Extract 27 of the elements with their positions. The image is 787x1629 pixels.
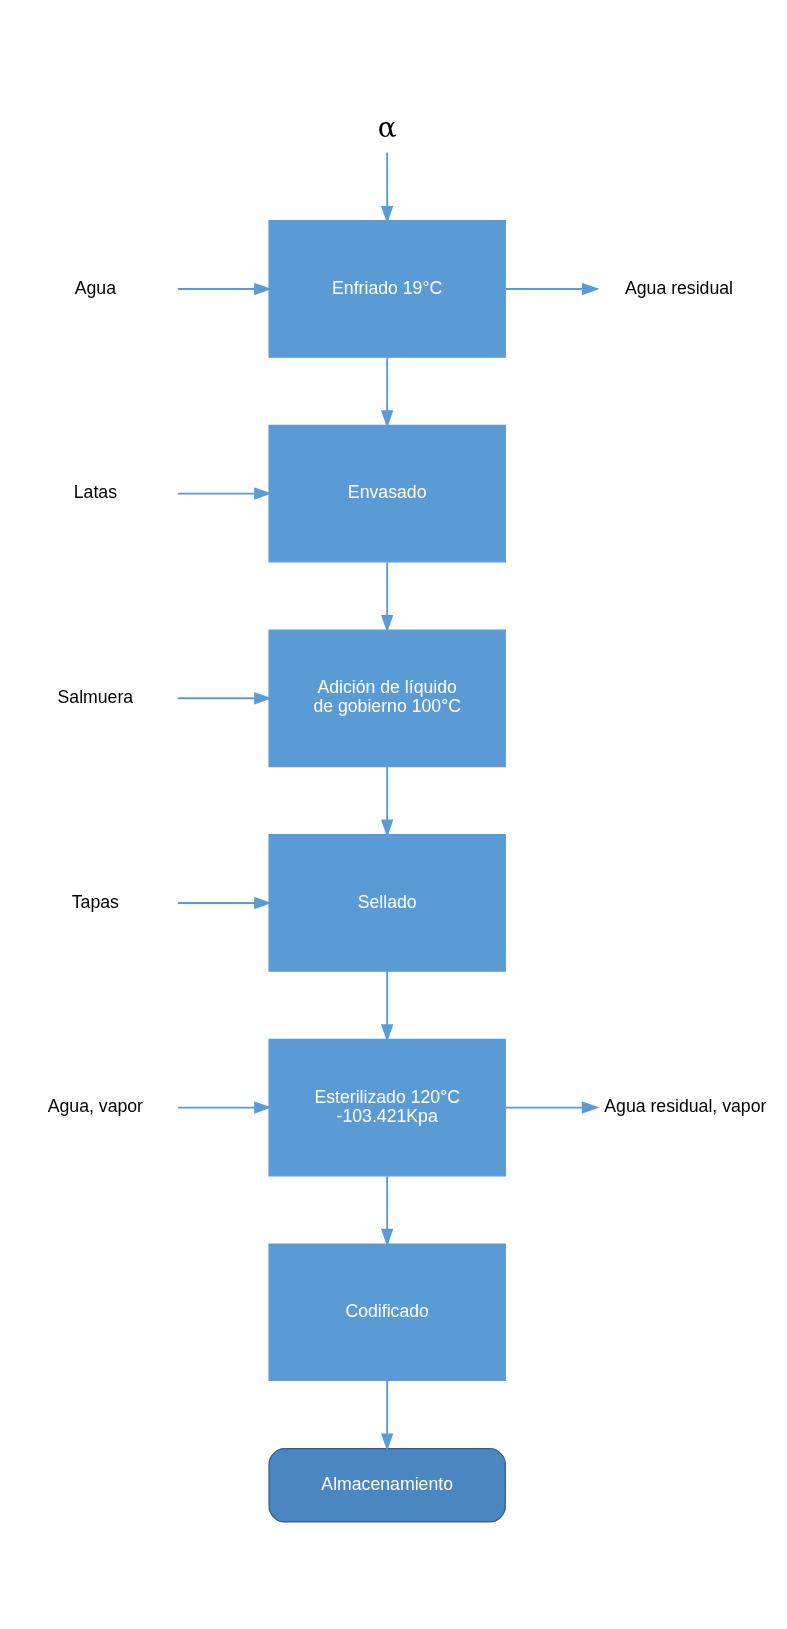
arrow: [176, 896, 272, 910]
arrow: [176, 282, 272, 296]
arrow: [176, 692, 272, 705]
arrow: [381, 561, 394, 633]
arrow: [381, 356, 394, 428]
node-box: Sellado: [268, 834, 506, 972]
node-text: α: [377, 110, 397, 144]
node-text: Salmuera: [57, 686, 134, 707]
arrow: [381, 1379, 394, 1452]
arrow: [504, 282, 600, 296]
arrow: [381, 1175, 394, 1247]
arrow: [381, 970, 394, 1042]
node-box: Esterilizado 120°C -103.421Kpa: [268, 1038, 506, 1177]
arrow: [176, 487, 272, 500]
arrow: [504, 1101, 600, 1114]
node-text: Agua residual: [624, 277, 734, 298]
node-box: Envasado: [268, 424, 506, 563]
node-box: Almacenamiento: [268, 1448, 506, 1523]
node-box: Codificado: [268, 1243, 506, 1382]
node-text: Agua, vapor: [47, 1096, 144, 1117]
node-text: Agua residual, vapor: [604, 1096, 767, 1117]
node-text: Tapas: [71, 891, 119, 912]
node-text: Latas: [73, 482, 117, 503]
node-box: Adición de líquido de gobierno 100°C: [268, 629, 506, 768]
node-text: Agua: [74, 277, 116, 298]
arrow: [176, 1101, 272, 1114]
node-box: Enfriado 19°C: [268, 220, 506, 358]
